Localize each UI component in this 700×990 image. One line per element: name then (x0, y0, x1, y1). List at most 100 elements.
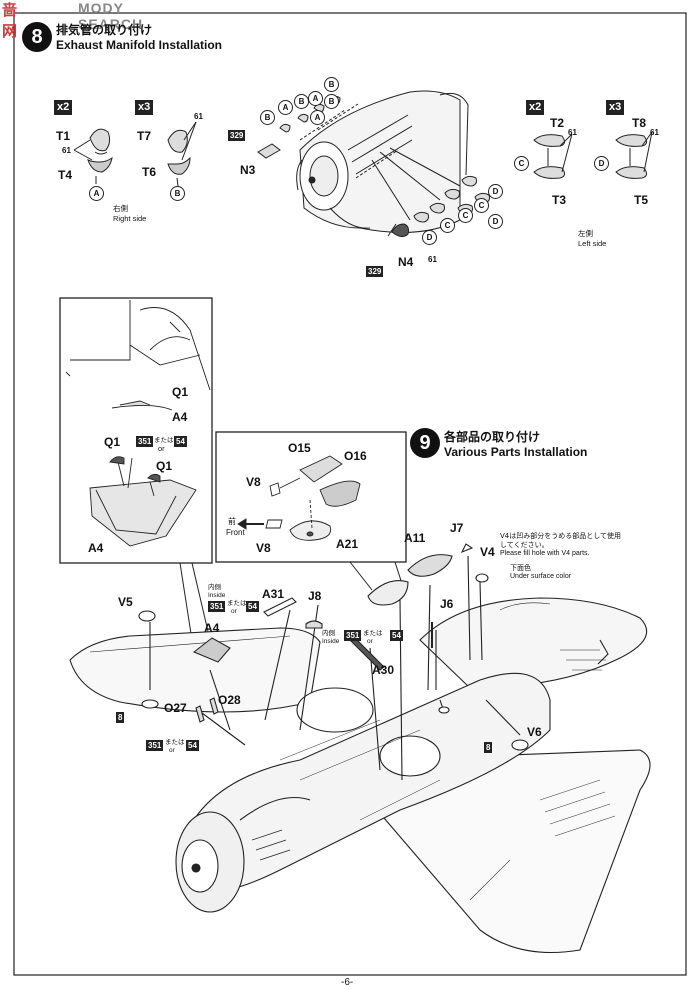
left-right-unit-top-label: T8 (632, 116, 647, 130)
a31-code54: 54 (246, 601, 259, 612)
left-right-unit-mult: x3 (606, 100, 625, 115)
a30-or-jp: または (363, 629, 383, 637)
o27-or-jp: または (165, 738, 185, 746)
inset-a4-q1-left: Q1 (104, 435, 121, 449)
right-left-unit-bottom-label: T4 (58, 168, 73, 182)
aircraft-drawing (69, 543, 651, 954)
step8-title-en: Exhaust Manifold Installation (56, 38, 223, 52)
left-left-unit-top-label: T2 (550, 116, 565, 130)
left-right-unit-code: 61 (650, 128, 659, 137)
right-right-unit-circle: B (170, 186, 185, 201)
inset-canopy-o15: O15 (288, 441, 311, 455)
page-frame (13, 12, 687, 976)
part-j7: J7 (450, 521, 464, 535)
inset-canopy-a21: A21 (336, 537, 359, 551)
engine-circle-c3: C (440, 218, 455, 233)
inset-a4-a4-bottom: A4 (88, 541, 104, 555)
inset-canopy-o16: O16 (344, 449, 367, 463)
a31-code351: 351 (208, 601, 226, 612)
part-v5: V5 (118, 595, 133, 609)
part-o28: O28 (218, 693, 241, 707)
right-left-unit-mult: x2 (54, 100, 73, 115)
engine-n3-code: 329 (228, 130, 246, 141)
v4-note-jp-line1: V4は凹み部分をうめる部品として使用 (500, 532, 622, 540)
left-right-unit-circle: D (594, 156, 609, 171)
engine-circle-d1: D (488, 184, 503, 199)
v4-note-color-en: Under surface color (510, 573, 572, 580)
engine-n4-code: 329 (366, 266, 384, 277)
watermark-brand-text: MODY SEARCH (78, 0, 144, 32)
left-left-unit-code: 61 (568, 128, 577, 137)
right-right-unit-code: 61 (194, 112, 203, 121)
v4-note-color-jp: 下面色 (510, 564, 531, 572)
left-side-caption-en: Left side (578, 239, 607, 248)
a31-inside-en: Inside (208, 592, 226, 599)
step9-title-jp: 各部品の取り付け (444, 430, 541, 444)
right-right-unit-mult: x3 (135, 100, 154, 115)
inset-canopy-v8-top: V8 (246, 475, 261, 489)
watermark-cn-text: 啬网 (2, 1, 18, 40)
engine-circle-d3: D (422, 230, 437, 245)
left-left-unit-circle: C (514, 156, 529, 171)
exhaust-t7-t6-drawing (167, 121, 197, 187)
step9-title-en: Various Parts Installation (444, 445, 588, 459)
engine-circle-b3: B (324, 94, 339, 109)
inset-a4-or-jp: または (154, 436, 174, 444)
inset-a4-drawing (65, 300, 211, 547)
right-right-unit-top-label: T7 (137, 129, 152, 143)
step8-number-badge: 8 (22, 22, 52, 52)
o27-code351: 351 (146, 740, 164, 751)
part-v6: V6 (527, 725, 542, 739)
exhaust-t2-t3-drawing (533, 133, 573, 179)
engine-circle-a2: A (278, 100, 293, 115)
a31-or-en: or (231, 608, 237, 615)
page-number: -6- (341, 977, 354, 988)
step8-title-jp: 排気管の取り付け (56, 23, 153, 37)
a30-code351: 351 (344, 630, 362, 641)
left-side-caption-jp: 左側 (578, 229, 593, 238)
a31-or-jp: または (227, 599, 247, 607)
part-v4: V4 (480, 545, 495, 559)
inset-a4-q1-top: Q1 (172, 385, 189, 399)
right-left-unit-top-label: T1 (56, 129, 71, 143)
inset-canopy-front-jp: 前 (228, 517, 236, 526)
a30-inside-jp: 内側 (322, 629, 335, 637)
right-left-unit-circle: A (89, 186, 104, 201)
o27-code54: 54 (186, 740, 199, 751)
engine-cowl-drawing (257, 90, 490, 238)
part-code8-left: 8 (116, 712, 125, 723)
part-j6: J6 (440, 597, 454, 611)
engine-circle-c2: C (458, 208, 473, 223)
engine-circle-c1: C (474, 198, 489, 213)
left-right-unit-bottom-label: T5 (634, 193, 649, 207)
right-side-caption-en: Right side (113, 214, 147, 223)
exhaust-t8-t5-drawing (615, 131, 653, 179)
right-right-unit-bottom-label: T6 (142, 165, 157, 179)
part-o27: O27 (164, 701, 187, 715)
a30-or-en: or (367, 638, 373, 645)
v4-note-jp-line2: してください。 (500, 541, 549, 549)
exhaust-t1-t4-drawing (73, 128, 113, 184)
engine-n3-label: N3 (240, 163, 256, 177)
inset-a4-q1-right: Q1 (156, 459, 173, 473)
inset-a4-code351: 351 (136, 436, 154, 447)
part-j8: J8 (308, 589, 322, 603)
a30-code54: 54 (390, 630, 403, 641)
inset-a4-code54: 54 (174, 436, 187, 447)
inset-a4-a4-top: A4 (172, 410, 188, 424)
engine-circle-b2: B (294, 94, 309, 109)
engine-circle-a3: A (310, 110, 325, 125)
o27-or-en: or (169, 747, 175, 754)
left-left-unit-mult: x2 (526, 100, 545, 115)
engine-circle-a1: A (308, 91, 323, 106)
engine-circle-d2: D (488, 214, 503, 229)
part-a4: A4 (204, 621, 220, 635)
v4-note-en: Please fill hole with V4 parts. (500, 550, 590, 557)
inset-canopy-frame (215, 431, 407, 563)
engine-circle-b4: B (260, 110, 275, 125)
engine-n4-label: N4 (398, 255, 414, 269)
a31-inside-jp: 内側 (208, 583, 221, 591)
inset-canopy-front-en: Front (226, 528, 245, 537)
a30-inside-en: Inside (322, 638, 340, 645)
